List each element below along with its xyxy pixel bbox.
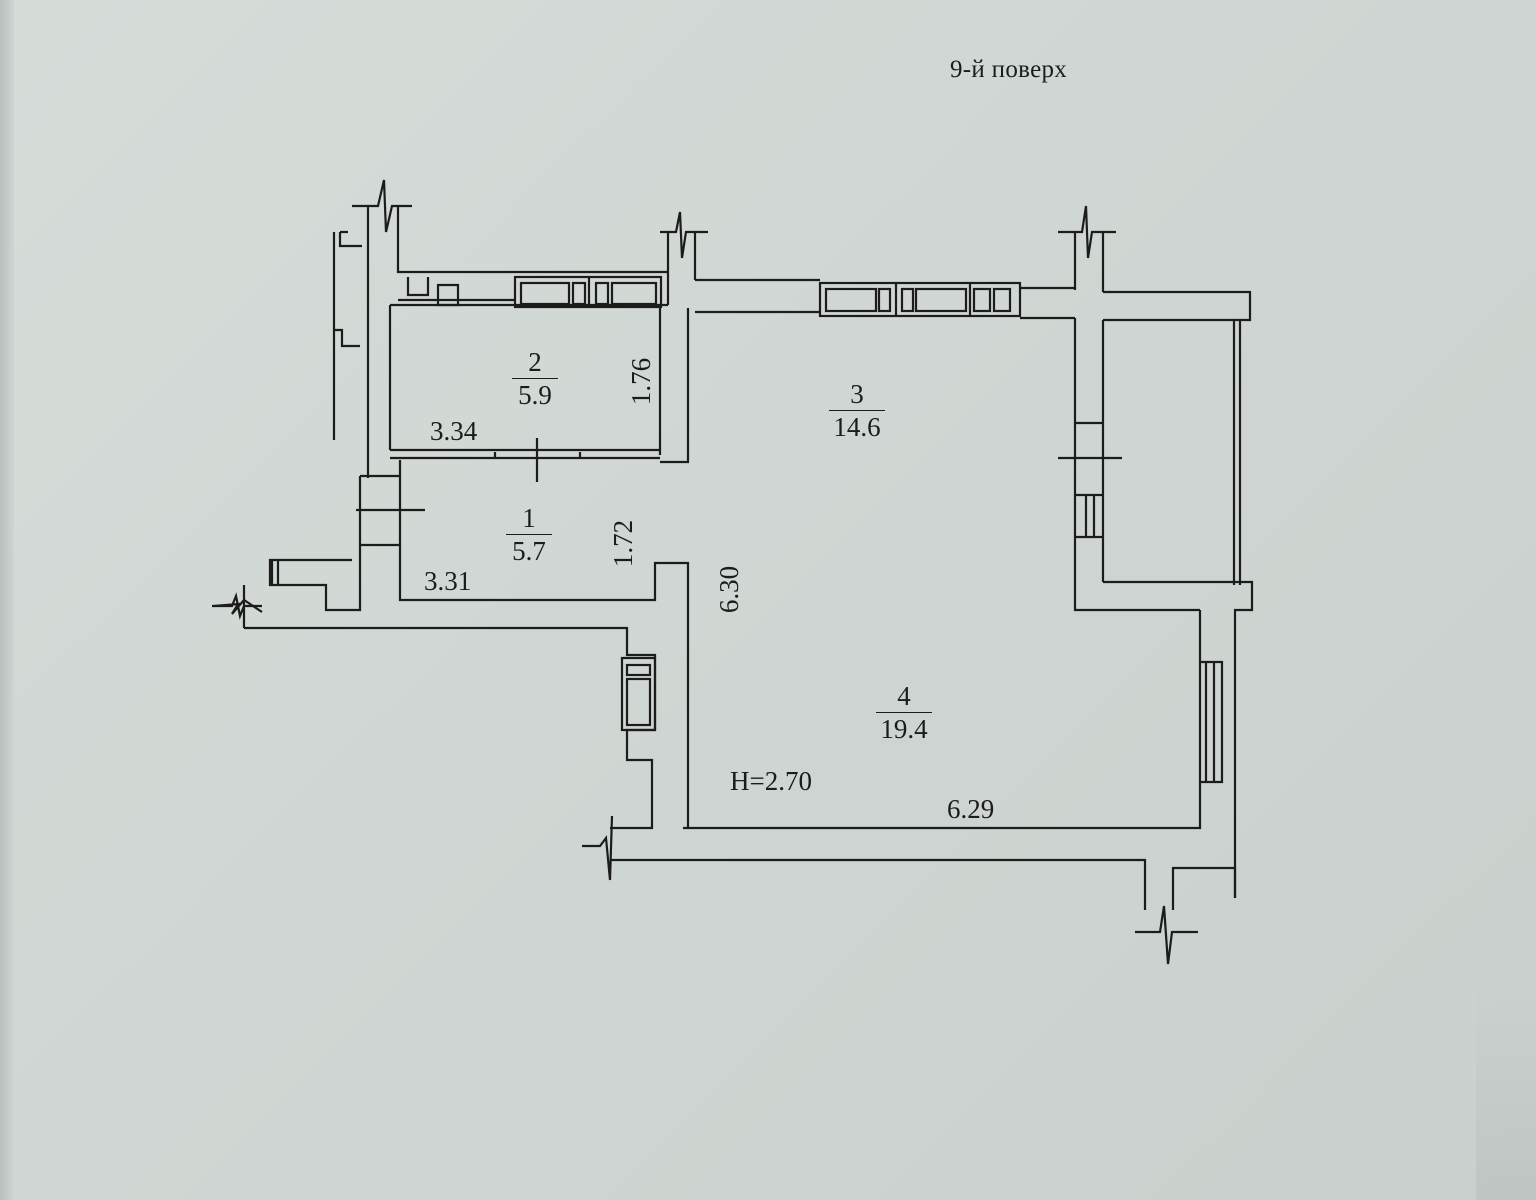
room-3-number: 3 [829,381,885,411]
room-3-label: 3 14.6 [829,381,885,441]
room-1-area: 5.7 [512,536,546,566]
dim-room4-length: 6.30 [714,565,745,614]
page-shadow [1476,980,1536,1200]
break-line-left [212,592,262,620]
room-2-number: 2 [512,349,558,379]
dim-room2-depth: 1.76 [626,357,657,406]
room-3-area: 14.6 [833,412,881,442]
break-line-bottom-left [582,815,614,881]
room-4-number: 4 [876,683,932,713]
room-4-label: 4 19.4 [876,683,932,743]
dim-room4-width: 6.29 [947,794,995,824]
room-4-area: 19.4 [880,714,928,744]
room-2-label: 2 5.9 [512,349,558,409]
break-line-top-left [352,179,412,233]
dim-room1-depth: 1.72 [608,519,639,568]
break-line-top-right [1058,205,1116,259]
floor-title: 9-й поверх [950,56,1068,83]
break-line-bottom-right [1135,905,1198,965]
room-1-number: 1 [506,505,552,535]
ceiling-height: H=2.70 [730,766,812,796]
room-2-area: 5.9 [518,380,552,410]
page-edge [0,0,14,1200]
dim-room1-width: 3.31 [424,566,472,596]
dim-room2-width: 3.34 [430,416,478,446]
room-1-label: 1 5.7 [506,505,552,565]
break-line-top-middle [660,211,708,259]
